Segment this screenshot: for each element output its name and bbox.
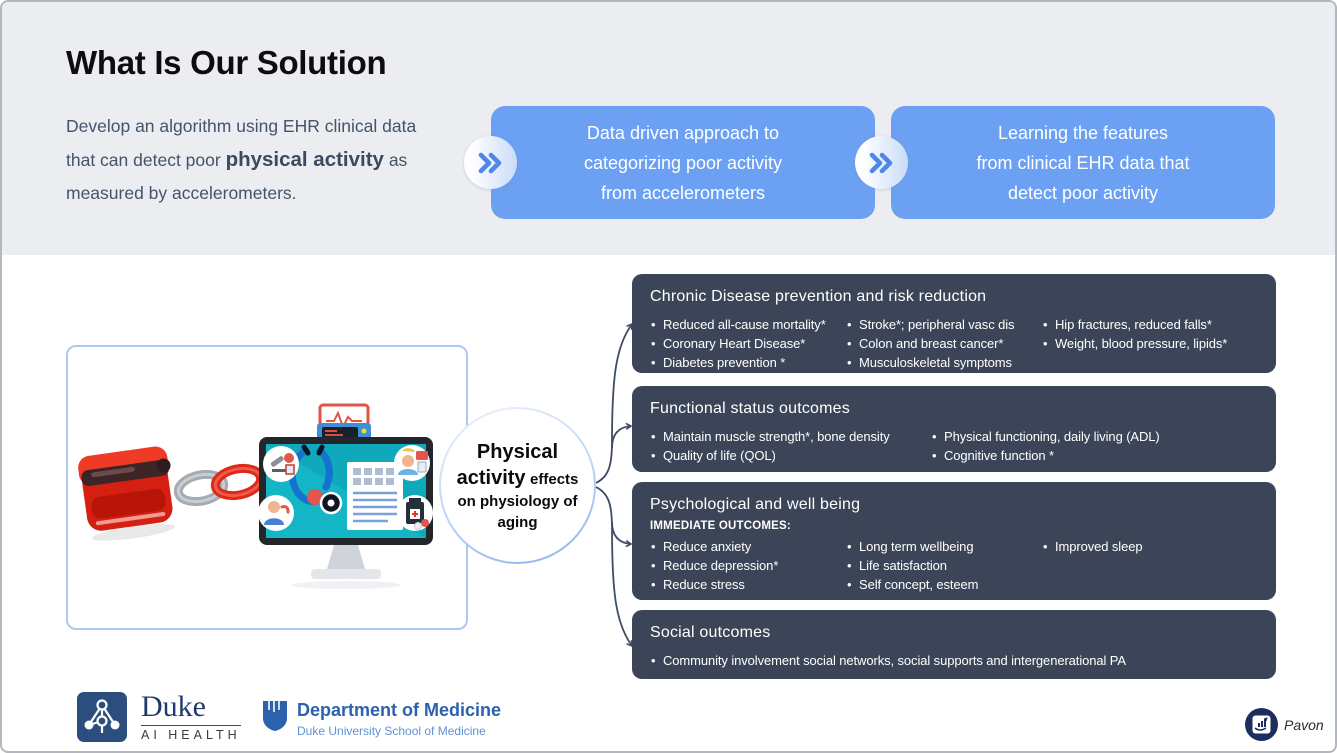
outcome-box-chronic-disease: Chronic Disease prevention and risk redu… <box>632 274 1276 373</box>
outcome-item: Musculoskeletal symptoms <box>846 353 1042 372</box>
lab-bubble <box>263 446 299 482</box>
dom-subtitle: Duke University School of Medicine <box>297 724 486 738</box>
flow-box-data-driven: Data driven approach to categorizing poo… <box>491 106 875 219</box>
intro-highlight: physical activity <box>225 148 384 171</box>
pavon-watermark: Pavon <box>1245 708 1324 741</box>
outcome-title: Social outcomes <box>650 624 771 641</box>
intro-post: as measured by accelerometers. <box>66 150 408 203</box>
page-title: What Is Our Solution <box>66 44 387 81</box>
department-of-medicine-logo: Department of Medicine Duke University S… <box>262 700 501 738</box>
ai-health-label: AI HEALTH <box>141 725 241 742</box>
pavon-label: Pavon <box>1284 716 1324 733</box>
outcome-item: Long term wellbeing <box>846 537 1042 556</box>
outcome-item: Quality of life (QOL) <box>650 446 931 465</box>
bubble-line2-bold: activity <box>456 466 526 489</box>
bubble-line4: aging <box>497 513 538 531</box>
bubble-text: Physical activity effects on physiology … <box>441 409 594 562</box>
bubble-line2-small: effects <box>530 470 579 488</box>
duke-ai-health-logo: Duke AI HEALTH <box>77 692 241 742</box>
outcome-item: Cognitive function * <box>931 446 1258 465</box>
accelerometer-device <box>78 446 176 541</box>
outcome-item: Weight, blood pressure, lipids* <box>1042 334 1258 353</box>
chain-links <box>173 463 266 507</box>
outcome-item: Stroke*; peripheral vasc dis <box>846 315 1042 334</box>
double-chevron-icon <box>855 136 908 189</box>
accelerometer-illustration <box>66 345 468 630</box>
nurse-bubble <box>394 445 430 481</box>
outcome-title: Functional status outcomes <box>650 400 850 417</box>
network-molecule-icon <box>77 692 127 742</box>
outcome-box-functional-status: Functional status outcomes Maintain musc… <box>632 386 1276 472</box>
ehr-computer <box>258 437 433 589</box>
duke-shield-icon <box>263 701 287 731</box>
physical-activity-bubble: Physical activity effects on physiology … <box>439 407 596 564</box>
outcome-item: Reduce depression* <box>650 556 846 575</box>
outcome-item: Colon and breast cancer* <box>846 334 1042 353</box>
hand-chart-icon <box>1245 708 1278 741</box>
outcome-title: Psychological and well being <box>650 496 861 513</box>
duke-wordmark: Duke <box>141 690 206 723</box>
outcome-box-psychological: Psychological and well being IMMEDIATE O… <box>632 482 1276 600</box>
medicine-bubble <box>397 495 433 531</box>
bubble-line3: on physiology of <box>457 492 578 510</box>
outcome-subtitle: IMMEDIATE OUTCOMES: <box>650 520 791 532</box>
outcome-item: Improved sleep <box>1042 537 1258 556</box>
outcome-item: Reduced all-cause mortality* <box>650 315 846 334</box>
double-chevron-icon <box>464 136 517 189</box>
dom-title: Department of Medicine <box>297 700 502 720</box>
bubble-line1: Physical <box>476 440 559 463</box>
flow-box-learning-features: Learning the features from clinical EHR … <box>891 106 1275 219</box>
outcome-item: Self concept, esteem <box>846 575 1042 594</box>
outcome-item: Community involvement social networks, s… <box>650 651 1258 670</box>
doctor-bubble <box>258 495 294 531</box>
outcome-item: Hip fractures, reduced falls* <box>1042 315 1258 334</box>
branch-connector <box>595 322 633 648</box>
intro-text: Develop an algorithm using EHR clinical … <box>66 110 448 210</box>
outcome-item: Coronary Heart Disease* <box>650 334 846 353</box>
outcome-item: Reduce anxiety <box>650 537 846 556</box>
outcome-item: Diabetes prevention * <box>650 353 846 372</box>
intro-pre: Develop an algorithm using EHR clinical … <box>66 116 417 170</box>
outcome-title: Chronic Disease prevention and risk redu… <box>650 288 987 305</box>
outcome-item: Maintain muscle strength*, bone density <box>650 427 931 446</box>
outcome-item: Life satisfaction <box>846 556 1042 575</box>
outcome-item: Reduce stress <box>650 575 846 594</box>
outcome-box-social: Social outcomes Community involvement so… <box>632 610 1276 679</box>
outcome-item: Physical functioning, daily living (ADL) <box>931 427 1258 446</box>
